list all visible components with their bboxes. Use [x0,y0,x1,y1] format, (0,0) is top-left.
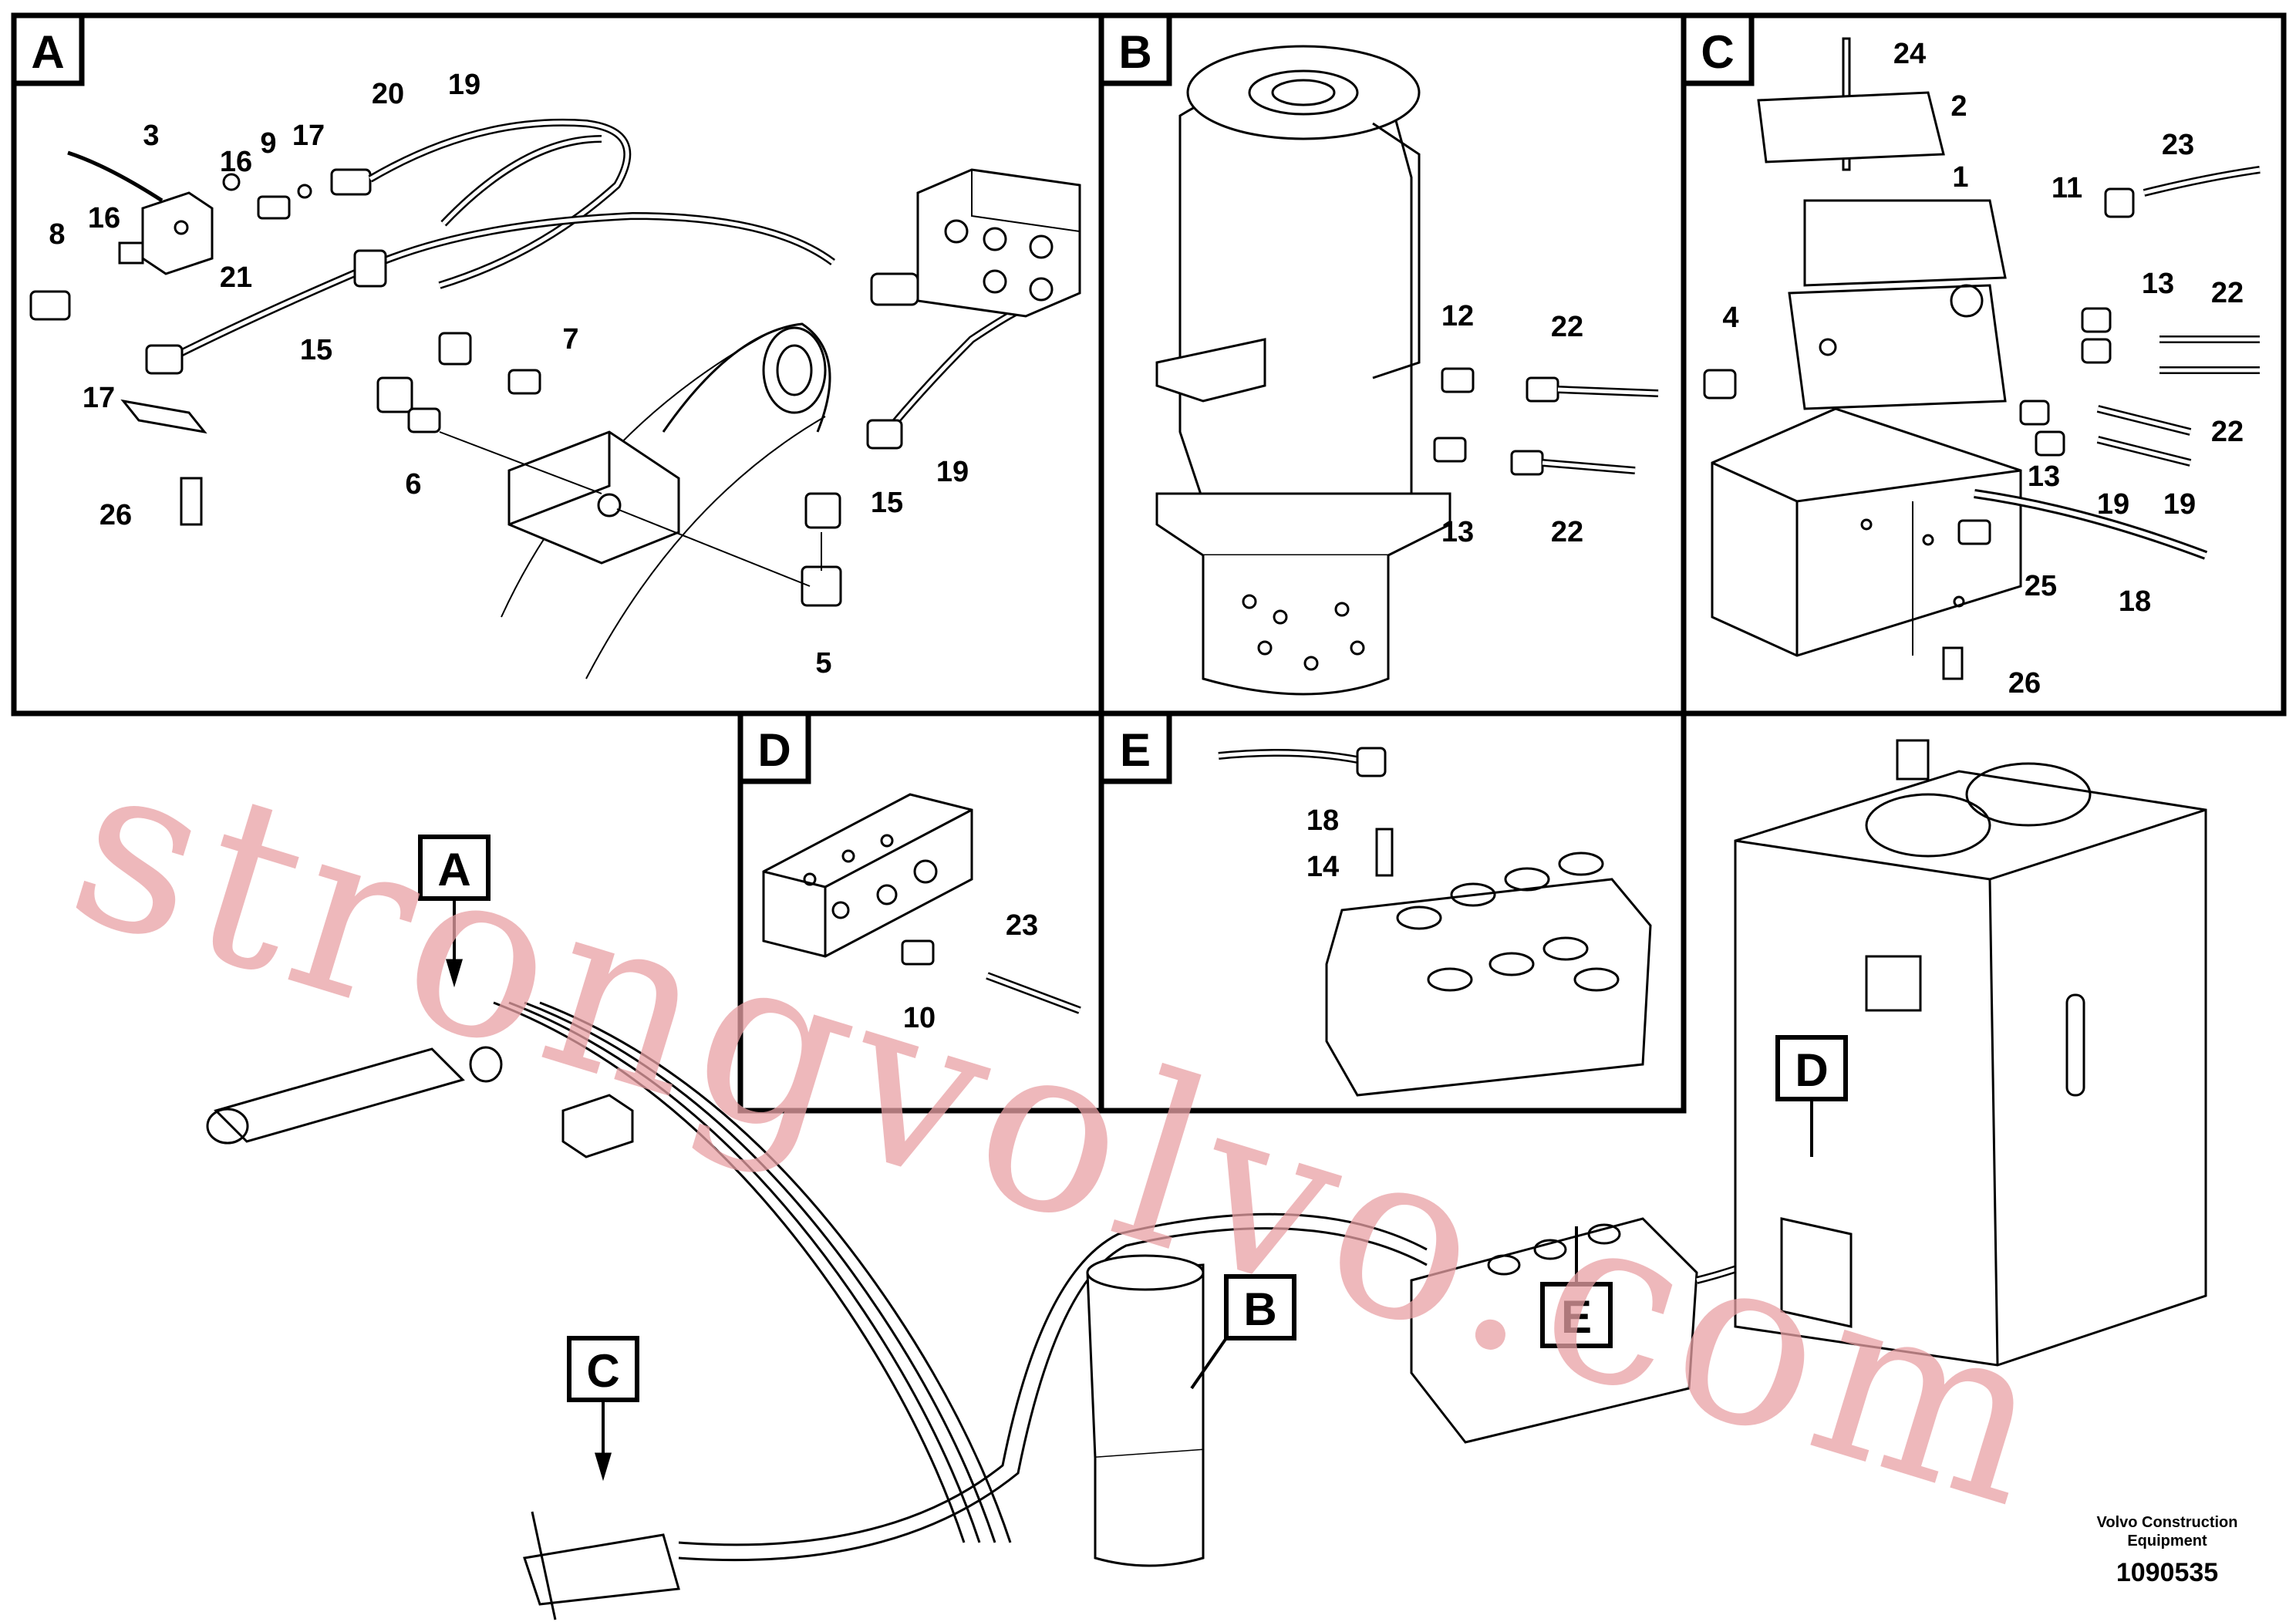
callout: 19 [936,456,969,488]
panel-b-label: B [1098,12,1172,86]
footer: Volvo Construction Equipment 1090535 [2097,1514,2238,1587]
callout: 26 [99,499,132,531]
overview-tag-a: A [418,835,491,988]
callout: 15 [300,334,332,366]
svg-text:C: C [1701,26,1734,78]
callouts-panel-e: 18 14 [1306,804,1339,883]
callout: 22 [1551,516,1583,548]
callout: 5 [815,647,831,679]
callout: 18 [1306,804,1339,837]
panel-e-frame [1098,710,1687,1114]
callout: 13 [2142,268,2174,300]
callout: 24 [1893,38,1926,70]
callout: 13 [1441,516,1474,548]
callout: 4 [1722,302,1738,334]
callout: 23 [2162,129,2194,161]
callout: 2 [1950,90,1967,123]
callout: 23 [1006,909,1038,942]
callout: 8 [49,218,65,251]
panel-d-label: D [737,710,811,784]
callout: 9 [260,127,276,160]
overview-tag-c: C [567,1336,639,1482]
callouts-panel-b: 12 22 13 22 [1441,300,1583,548]
drawing-number: 1090535 [2116,1558,2218,1587]
callout: 10 [903,1002,936,1034]
svg-text:D: D [1795,1044,1828,1096]
svg-text:E: E [1120,724,1151,776]
callout: 22 [1551,311,1583,343]
callout: 25 [2025,570,2057,602]
callout: 16 [220,146,252,178]
panel-c-drawing [1703,37,2261,680]
callouts-panel-c: 24 2 23 1 11 4 13 22 22 13 19 19 25 18 2… [1722,38,2244,700]
overview-tag-d: D [1775,1035,1848,1157]
callout: 15 [871,487,903,519]
callout: 18 [2119,585,2151,618]
callout: 19 [448,69,480,101]
callout: 14 [1306,851,1339,883]
callout: 17 [292,120,325,152]
callout: 11 [2052,172,2082,204]
callouts-panel-a: 3 16 9 17 20 19 8 16 21 15 7 17 6 26 19 … [49,69,969,679]
company-line1: Volvo Construction [2097,1514,2238,1531]
panel-d-drawing [762,793,1081,1014]
panel-c-frame [1681,12,2287,717]
callout: 16 [88,202,120,234]
svg-text:A: A [31,26,64,78]
callout: 19 [2163,488,2196,521]
callout: 21 [220,261,252,294]
overview-tag-b: B [1190,1274,1296,1390]
company-line2: Equipment [2127,1533,2207,1549]
overview-drawing [206,739,2207,1620]
callouts-panel-d: 23 10 [903,909,1038,1034]
panel-c-label: C [1681,12,1755,86]
svg-text:B: B [1243,1283,1276,1335]
callout: 22 [2211,416,2244,448]
callout: 13 [2028,460,2060,493]
svg-text:A: A [437,844,470,895]
overview-tag-e: E [1540,1226,1613,1348]
panel-a-label: A [11,12,85,86]
callout: 17 [83,382,115,414]
svg-text:C: C [586,1345,619,1397]
callout: 12 [1441,300,1474,332]
callout: 20 [372,78,404,110]
svg-text:B: B [1118,26,1151,78]
callout: 7 [562,323,578,356]
callout: 3 [143,120,159,152]
panel-e-drawing [1218,747,1652,1097]
svg-text:E: E [1561,1291,1592,1343]
panel-e-label: E [1098,710,1172,784]
svg-text:D: D [757,724,791,776]
callout: 1 [1952,161,1968,194]
callout: 26 [2008,667,2041,700]
callout: 6 [405,468,421,501]
panel-b-drawing [1155,45,1659,696]
callout: 22 [2211,277,2244,309]
panel-a-drawing [29,118,1081,679]
callout: 19 [2097,488,2129,521]
